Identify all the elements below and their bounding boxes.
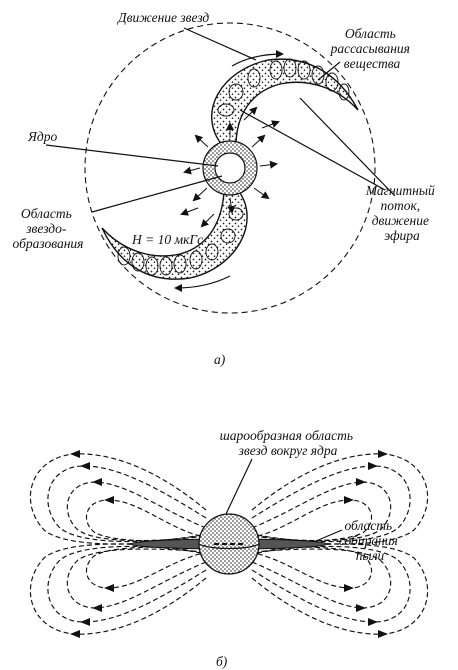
leader-star-formation bbox=[92, 176, 222, 212]
caption-b: б) bbox=[216, 654, 228, 669]
label-field-strength: H = 10 мкГс bbox=[131, 232, 203, 247]
leader-flux-a bbox=[240, 110, 385, 190]
caption-a: а) bbox=[214, 352, 226, 367]
label-star-motion: Движение звезд bbox=[116, 10, 209, 25]
leader-core bbox=[46, 145, 218, 166]
label-magnetic-flux: Магнитный поток, движение эфира bbox=[365, 183, 438, 243]
figure-b: шарообразная область звезд вокруг ядра bbox=[30, 428, 427, 669]
label-dispersion: Область рассасывания вещества bbox=[330, 26, 414, 71]
figure-a: Движение звезд Область рассасывания веще… bbox=[13, 10, 439, 367]
galactic-core bbox=[215, 153, 245, 183]
leader-sphere bbox=[226, 459, 252, 514]
label-sphere: шарообразная область звезд вокруг ядра bbox=[220, 428, 357, 458]
label-star-formation: Область звездо- образования bbox=[13, 206, 84, 251]
central-star-sphere bbox=[199, 514, 259, 574]
leader-flux-b bbox=[300, 98, 395, 196]
label-core: Ядро bbox=[27, 129, 57, 144]
leader-star-motion bbox=[184, 28, 256, 60]
